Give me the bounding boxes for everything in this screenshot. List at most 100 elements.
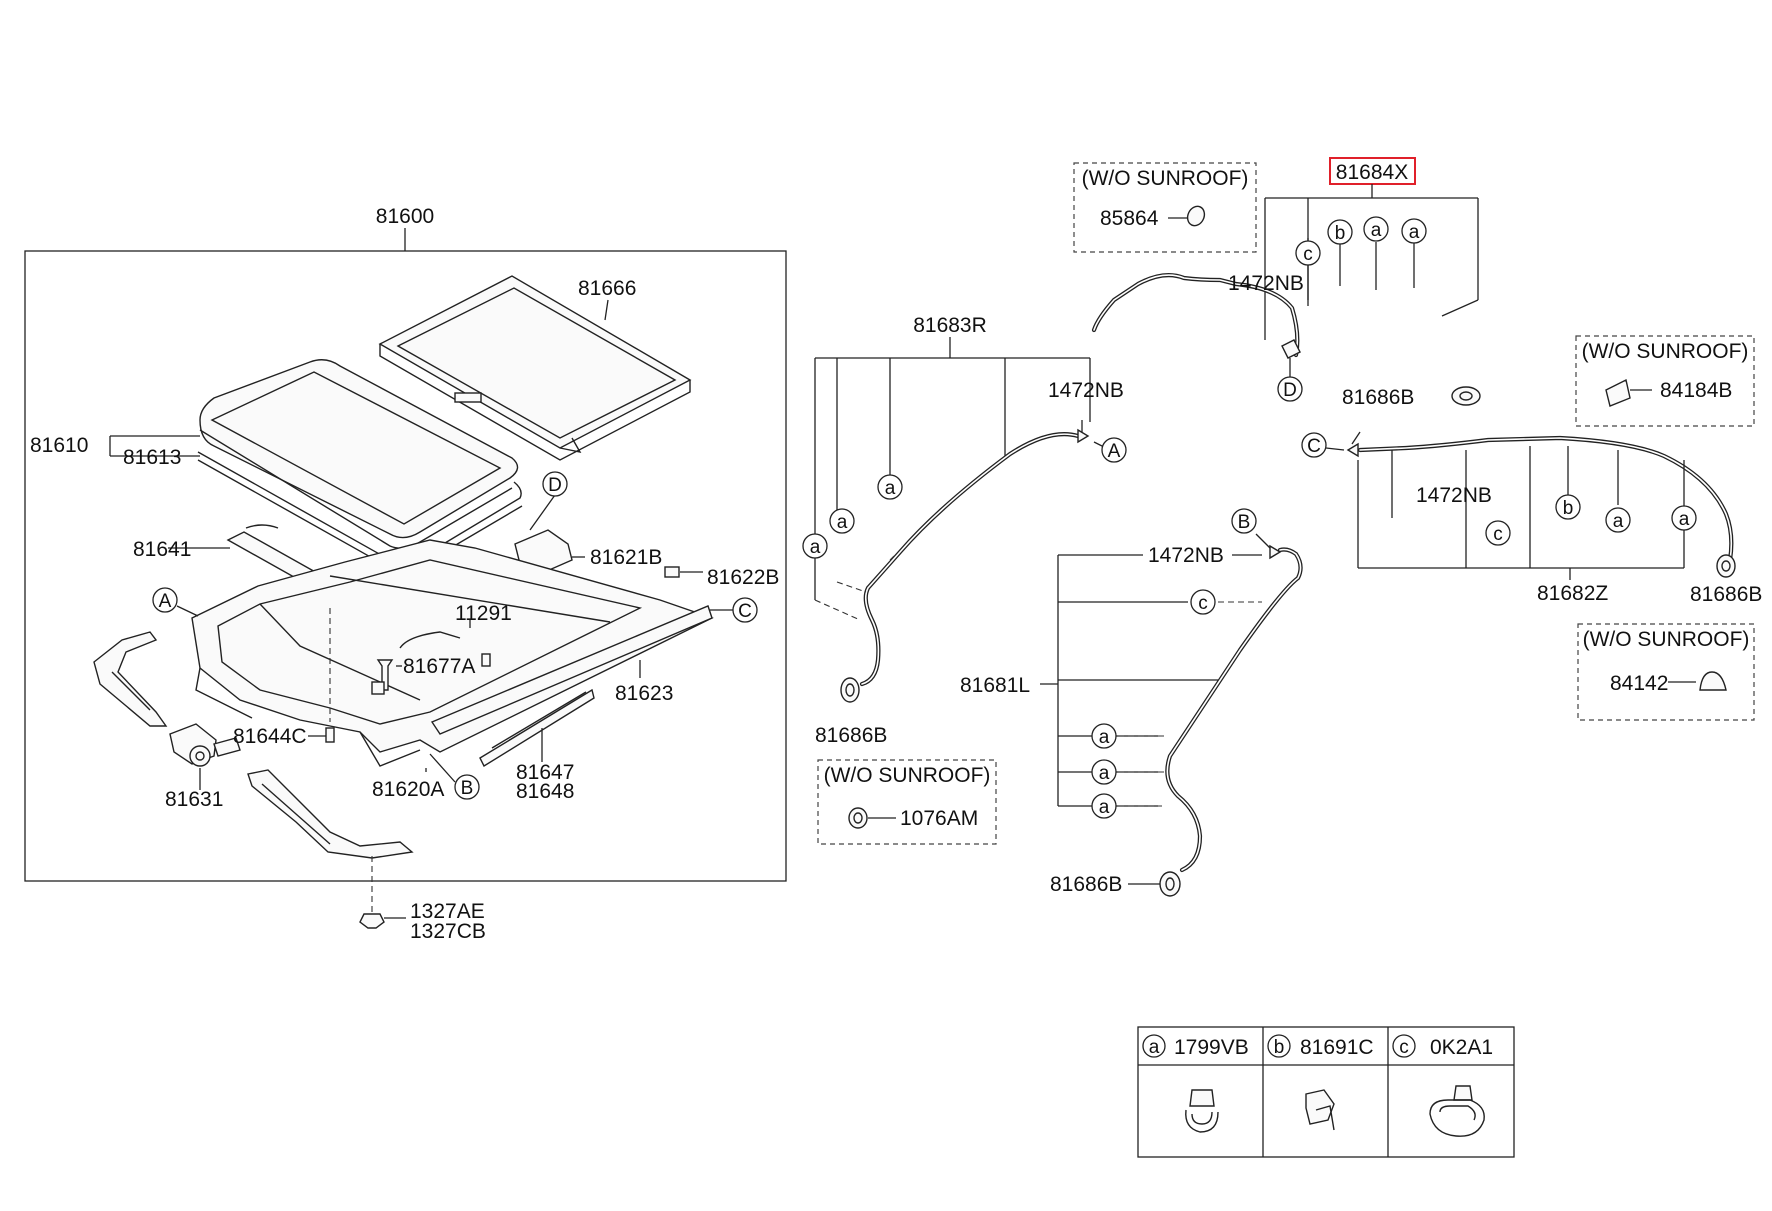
drain-hose-81681l-group: 1472NB 81681L c a a a B 81686B (960, 508, 1303, 897)
part-label-81686b-r[interactable]: 81686B (815, 724, 887, 747)
svg-text:c: c (1493, 524, 1503, 545)
clip-c-drawing[interactable] (1429, 1085, 1485, 1137)
svg-text:a: a (1409, 222, 1420, 243)
svg-text:a: a (1099, 727, 1110, 748)
screw-81677a[interactable] (376, 659, 394, 691)
part-label-81631[interactable]: 81631 (165, 788, 223, 811)
wo-sunroof-note-4: (W/O SUNROOF) (1583, 628, 1750, 651)
part-label-81647[interactable]: 81647 (516, 761, 574, 784)
front-drain-bracket[interactable] (93, 631, 168, 727)
part-label-1472nb-r[interactable]: 1472NB (1048, 379, 1124, 402)
svg-text:B: B (1238, 512, 1251, 533)
part-label-81684x[interactable]: 81684X (1336, 161, 1408, 184)
part-label-1327ae[interactable]: 1327AE (410, 900, 485, 923)
clip-b-drawing[interactable] (1305, 1089, 1335, 1131)
part-label-81600[interactable]: 81600 (376, 205, 434, 228)
part-label-81623[interactable]: 81623 (615, 682, 673, 705)
part-label-81641[interactable]: 81641 (133, 538, 191, 561)
part-label-81683r[interactable]: 81683R (913, 314, 987, 337)
clip-legend-table: a 1799VB b 81691C c 0K2A1 (1137, 1026, 1515, 1158)
grommet-81686b-z[interactable] (1716, 554, 1736, 578)
part-label-1327cb[interactable]: 1327CB (410, 920, 486, 943)
wo-sunroof-box-85864 (1073, 162, 1257, 253)
part-label-84184b[interactable]: 84184B (1660, 379, 1732, 402)
svg-text:a: a (1099, 797, 1110, 818)
svg-text:c: c (1303, 244, 1313, 265)
clip-a-drawing[interactable] (1185, 1089, 1219, 1133)
legend-part-b[interactable]: 81691C (1300, 1036, 1374, 1059)
marker-B-circle (454, 774, 480, 800)
plug-1076am[interactable] (848, 807, 868, 829)
fastener-81644c[interactable] (325, 727, 335, 743)
marker-D-letter: D (548, 475, 562, 496)
part-label-85864[interactable]: 85864 (1100, 207, 1159, 230)
part-label-81681l[interactable]: 81681L (960, 674, 1030, 697)
svg-text:a: a (810, 537, 821, 558)
svg-text:a: a (1679, 509, 1690, 530)
svg-text:a: a (1149, 1037, 1160, 1058)
part-label-1472nb-x[interactable]: 1472NB (1228, 272, 1304, 295)
svg-text:a: a (885, 478, 896, 499)
part-label-81677a[interactable]: 81677A (403, 655, 475, 678)
legend-part-a[interactable]: 1799VB (1174, 1036, 1249, 1059)
grommet-81686b-l[interactable] (1159, 871, 1181, 897)
svg-text:c: c (1399, 1037, 1409, 1058)
part-label-81621b[interactable]: 81621B (590, 546, 662, 569)
sunroof-assembly-group: 81600 81666 81610 81613 D (24, 205, 787, 912)
svg-text:D: D (1283, 380, 1297, 401)
part-label-84142[interactable]: 84142 (1610, 672, 1668, 695)
part-label-81622b[interactable]: 81622B (707, 566, 779, 589)
pad-84184b[interactable] (1605, 378, 1631, 407)
drain-hose-81682z-group: (W/O SUNROOF) 84184B C 1472NB c b a a 81… (1301, 335, 1762, 721)
part-label-81686b-z[interactable]: 81686B (1690, 583, 1762, 606)
guide-block-81622b[interactable] (664, 566, 680, 578)
part-label-1472nb-z[interactable]: 1472NB (1416, 484, 1492, 507)
marker-C-letter: C (738, 601, 752, 622)
frame-wire-11291[interactable] (399, 631, 461, 649)
part-label-81610[interactable]: 81610 (30, 434, 88, 457)
wo-sunroof-box-84142 (1577, 623, 1755, 721)
screw-11291[interactable] (481, 653, 491, 667)
part-label-81686b-x[interactable]: 81686B (1342, 386, 1414, 409)
part-label-81613[interactable]: 81613 (123, 446, 181, 469)
part-label-81682z[interactable]: 81682Z (1537, 582, 1608, 605)
part-label-81644c[interactable]: 81644C (233, 725, 307, 748)
marker-B-letter: B (461, 778, 474, 799)
wo-sunroof-note-2: (W/O SUNROOF) (1082, 167, 1249, 190)
part-label-81648[interactable]: 81648 (516, 780, 574, 803)
marker-D-circle (542, 471, 568, 497)
nut-1327[interactable] (359, 913, 385, 929)
drain-hose-81681l[interactable] (1165, 547, 1303, 873)
legend-part-c[interactable]: 0K2A1 (1430, 1036, 1493, 1059)
svg-text:a: a (1613, 511, 1624, 532)
svg-text:b: b (1563, 498, 1574, 519)
part-label-1076am[interactable]: 1076AM (900, 807, 978, 830)
marker-C-circle (732, 597, 758, 623)
drain-hose-81683r-group: 81683R a a a 1472NB A 81686B (W/O SUNROO… (802, 314, 1127, 845)
sunroof-motor[interactable] (169, 723, 241, 767)
part-label-81620a[interactable]: 81620A (372, 778, 444, 801)
rear-drain-bracket[interactable] (247, 769, 414, 859)
part-label-11291[interactable]: 11291 (455, 602, 512, 625)
drain-hose-81684x-group: (W/O SUNROOF) 85864 81684X c b a a 1472N… (1073, 157, 1481, 409)
svg-text:a: a (1099, 763, 1110, 784)
sunshade-panel[interactable] (378, 275, 692, 461)
wo-sunroof-note-3: (W/O SUNROOF) (1582, 340, 1749, 363)
marker-A-circle (152, 587, 178, 613)
svg-text:c: c (1198, 593, 1208, 614)
side-guide-rail[interactable] (430, 605, 713, 735)
plug-84142[interactable] (1699, 671, 1727, 691)
wo-sunroof-box-1076am (817, 759, 997, 845)
grommet-81686b-r[interactable] (840, 677, 860, 703)
svg-text:a: a (837, 512, 848, 533)
part-label-81666[interactable]: 81666 (578, 277, 636, 300)
plug-85864[interactable] (1185, 204, 1208, 229)
part-label-81686b-l[interactable]: 81686B (1050, 873, 1122, 896)
part-label-1472nb-l[interactable]: 1472NB (1148, 544, 1224, 567)
marker-A-letter: A (159, 591, 172, 612)
wo-sunroof-box-84184b (1575, 335, 1755, 427)
sunroof-frame[interactable] (191, 539, 714, 767)
grommet-81686b-x[interactable] (1451, 386, 1481, 406)
drive-cable[interactable] (479, 688, 595, 767)
